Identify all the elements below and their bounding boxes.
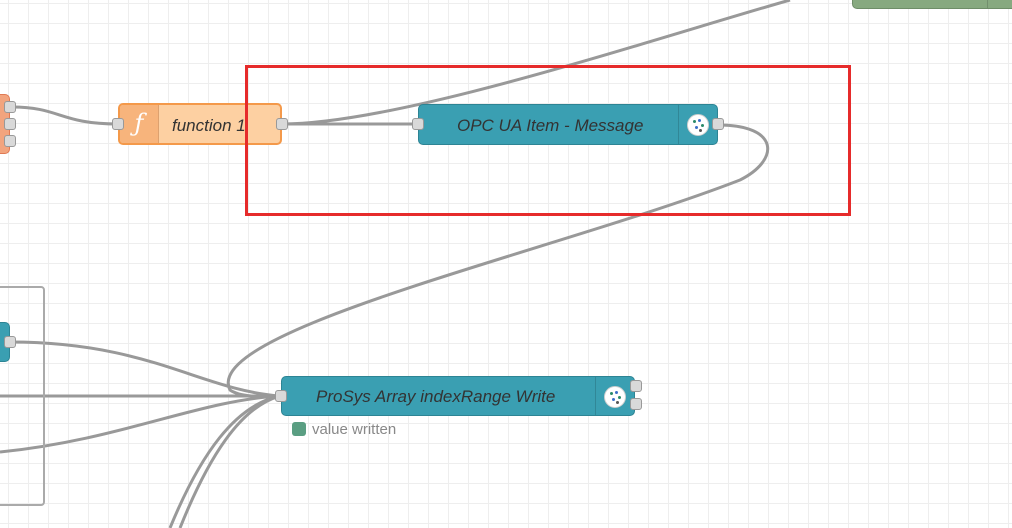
opc-ua-item-node-label: OPC UA Item - Message: [457, 116, 644, 135]
prosys-write-output-port-1[interactable]: [630, 380, 642, 392]
partial-node-teal-left-output[interactable]: [4, 336, 16, 348]
partial-node-left-output-3[interactable]: [4, 135, 16, 147]
opc-ua-item-input-port[interactable]: [412, 118, 424, 130]
opcua-icon: [687, 114, 709, 136]
prosys-write-node-label: ProSys Array indexRange Write: [316, 387, 556, 406]
wire-down-2-to-prosys[interactable]: [178, 394, 281, 528]
group-box[interactable]: [0, 286, 45, 506]
function-icon: ƒ: [134, 109, 144, 137]
opc-ua-item-node[interactable]: OPC UA Item - Message: [418, 104, 718, 145]
wire-left-1-to-prosys[interactable]: [9, 340, 281, 398]
function-node-output-port[interactable]: [276, 118, 288, 130]
partial-node-icon-box: [987, 0, 1012, 8]
partial-node-left-output-1[interactable]: [4, 101, 16, 113]
wire-opc-item-to-prosys[interactable]: [226, 123, 770, 398]
wire-function-to-top-right[interactable]: [281, 0, 791, 126]
wire-down-1-to-prosys[interactable]: [168, 394, 281, 528]
function-node[interactable]: ƒ function 1: [118, 103, 282, 145]
prosys-write-node[interactable]: ProSys Array indexRange Write: [281, 376, 635, 416]
function-node-input-port[interactable]: [112, 118, 124, 130]
opc-ua-item-output-port[interactable]: [712, 118, 724, 130]
partial-node-top-right[interactable]: [852, 0, 1012, 9]
partial-node-left-output-2[interactable]: [4, 118, 16, 130]
status-indicator-icon: [292, 422, 306, 436]
prosys-write-status-text: value written: [312, 420, 397, 438]
prosys-write-node-icon-box: [595, 377, 634, 415]
function-node-icon-box: ƒ: [120, 105, 159, 143]
prosys-write-output-port-2[interactable]: [630, 398, 642, 410]
prosys-write-status: value written: [292, 420, 396, 438]
opc-ua-item-node-icon-box: [678, 105, 717, 144]
opcua-icon: [604, 386, 626, 408]
prosys-write-input-port[interactable]: [275, 390, 287, 402]
function-node-label: function 1: [172, 116, 246, 135]
wire-left-to-function[interactable]: [11, 105, 119, 126]
